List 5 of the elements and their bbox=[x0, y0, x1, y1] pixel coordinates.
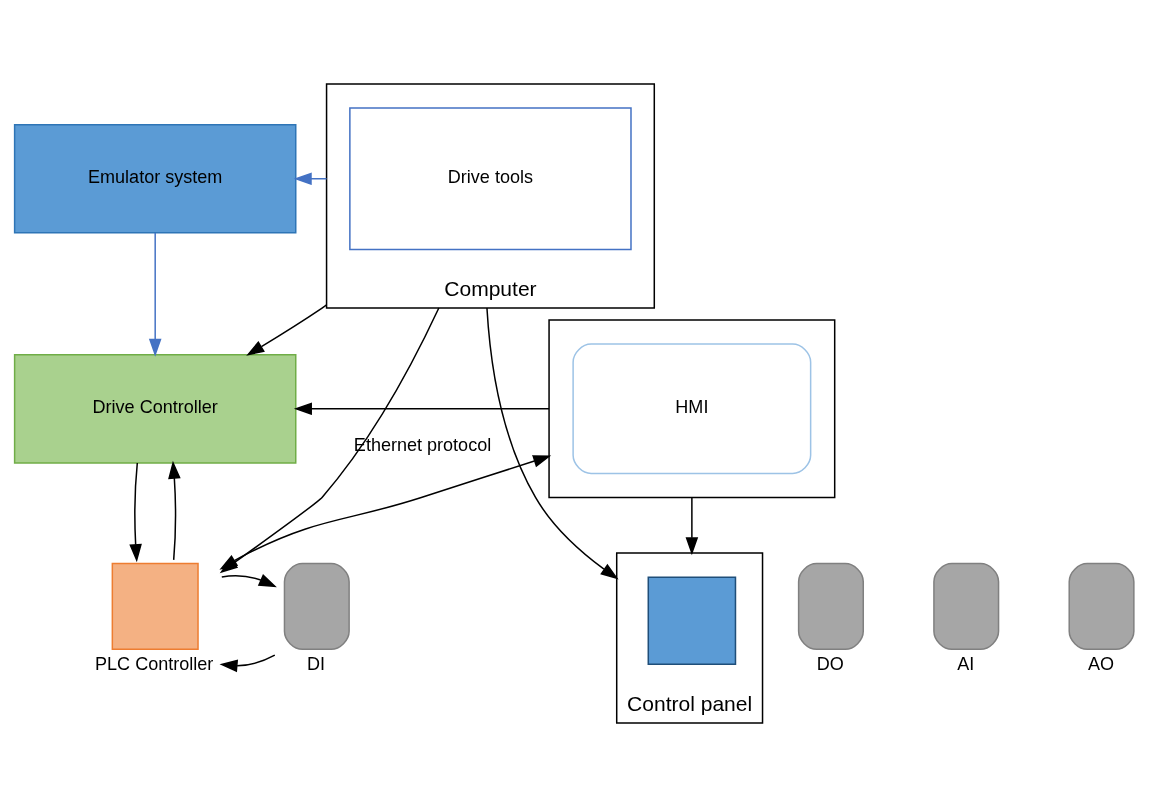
node-label: DI bbox=[307, 653, 326, 674]
node-label: AO bbox=[1088, 653, 1115, 674]
node-label: AI bbox=[957, 653, 975, 674]
node-label: PLC Controller bbox=[95, 653, 214, 674]
node-label: DO bbox=[816, 653, 844, 674]
